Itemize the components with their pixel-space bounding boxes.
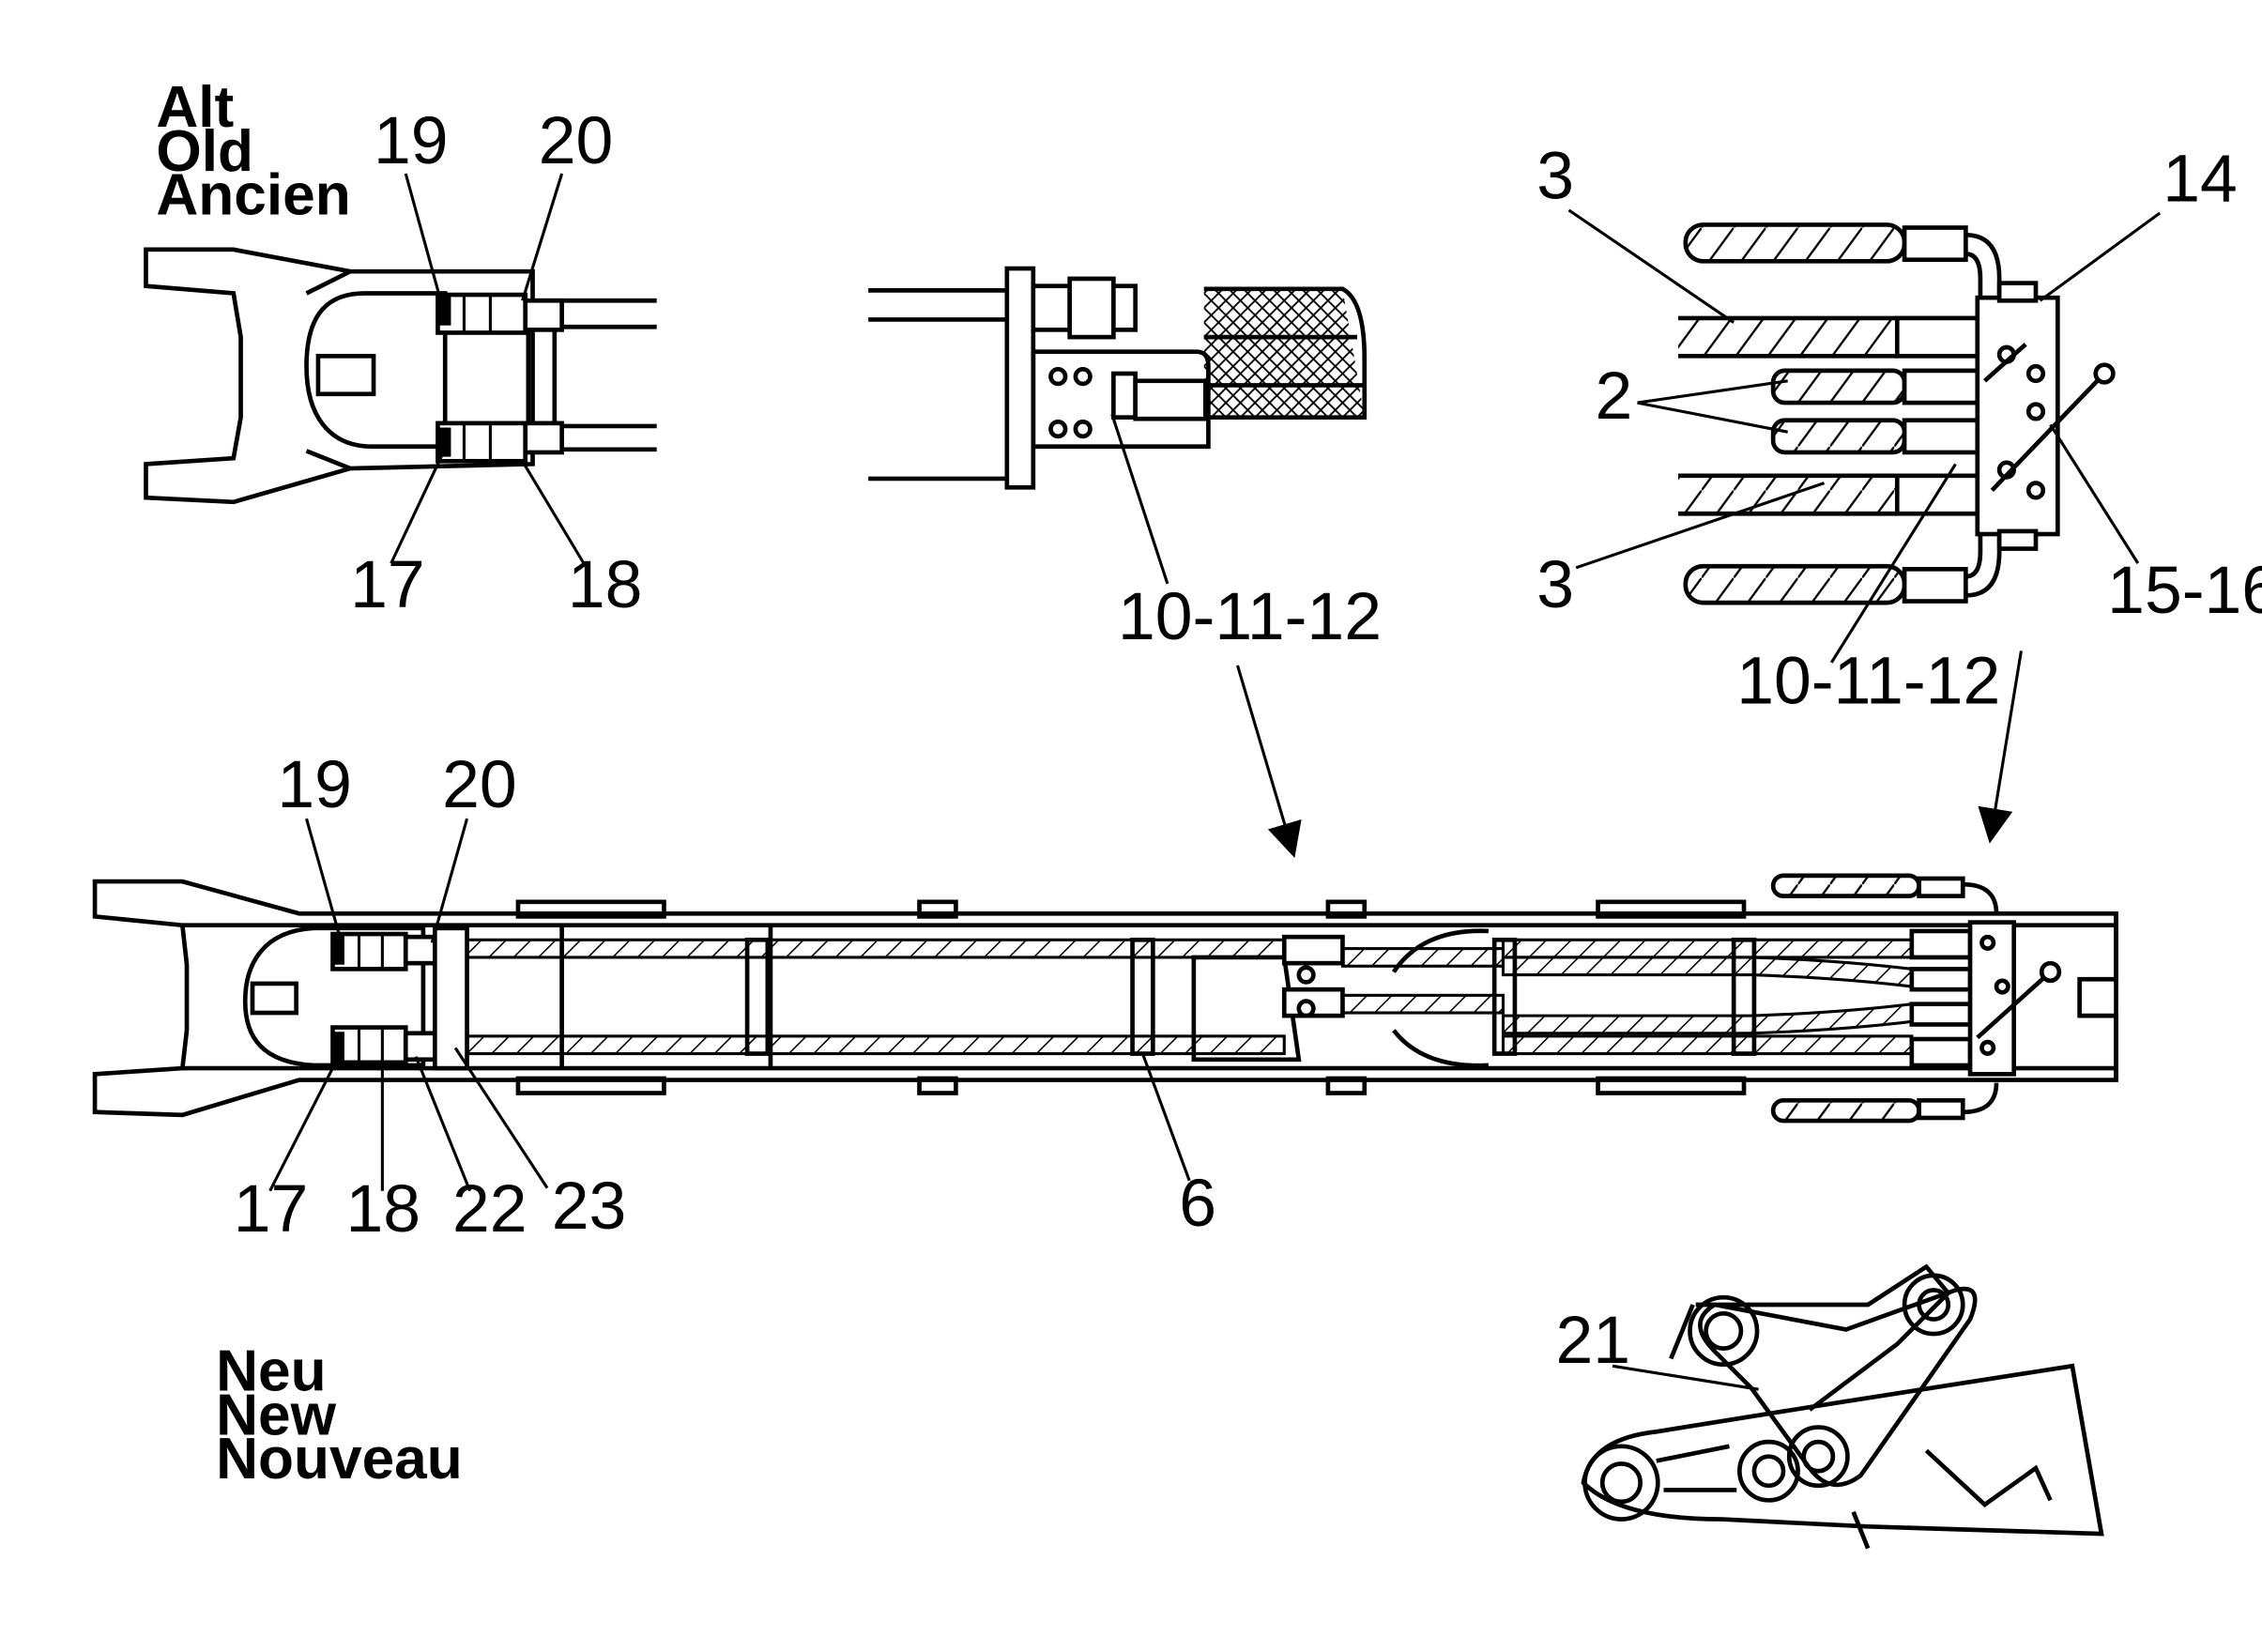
callout-old-19: 19 <box>374 103 449 178</box>
new-label-en: New <box>216 1383 336 1447</box>
bracket-detail: 21 <box>1555 1263 2104 1550</box>
old-heading: Alt Old Ancien <box>156 75 350 227</box>
old-boom-end <box>144 247 657 505</box>
callout-old-18: 18 <box>568 547 643 622</box>
callout-detail-10-11-12: 10-11-12 <box>1118 579 1382 654</box>
callout-new-20: 20 <box>442 747 517 822</box>
callout-new-6: 6 <box>1179 1166 1216 1241</box>
callout-new-23: 23 <box>552 1169 627 1244</box>
new-heading: Neu New Nouveau <box>216 1339 463 1491</box>
new-callouts: 19 20 17 18 22 23 6 <box>234 747 1216 1247</box>
old-label-en: Old <box>156 119 253 184</box>
old-label-fr: Ancien <box>156 163 350 228</box>
callout-new-19: 19 <box>277 747 352 822</box>
new-label-fr: Nouveau <box>216 1427 463 1491</box>
callout-valve-3-bottom: 3 <box>1536 547 1574 622</box>
callout-valve-10-11-12: 10-11-12 <box>1736 643 2000 718</box>
callout-valve-2: 2 <box>1595 359 1632 434</box>
callout-valve-3-top: 3 <box>1536 138 1574 213</box>
callout-new-17: 17 <box>234 1171 309 1247</box>
callout-valve-15-16: 15-16 <box>2107 553 2262 628</box>
new-label-de: Neu <box>216 1339 326 1404</box>
callout-valve-14: 14 <box>2163 142 2238 217</box>
old-label-de: Alt <box>156 75 234 140</box>
valve-block-detail: 3 14 2 3 15-16 10-11-12 <box>1536 138 2262 844</box>
callout-old-17: 17 <box>350 547 425 622</box>
callout-new-22: 22 <box>452 1171 527 1247</box>
callout-old-20: 20 <box>539 103 614 178</box>
old-callouts: 19 20 17 18 <box>350 103 642 622</box>
new-boom-assembly <box>92 873 2118 1124</box>
hose-connector-detail: 10-11-12 <box>868 266 1382 858</box>
